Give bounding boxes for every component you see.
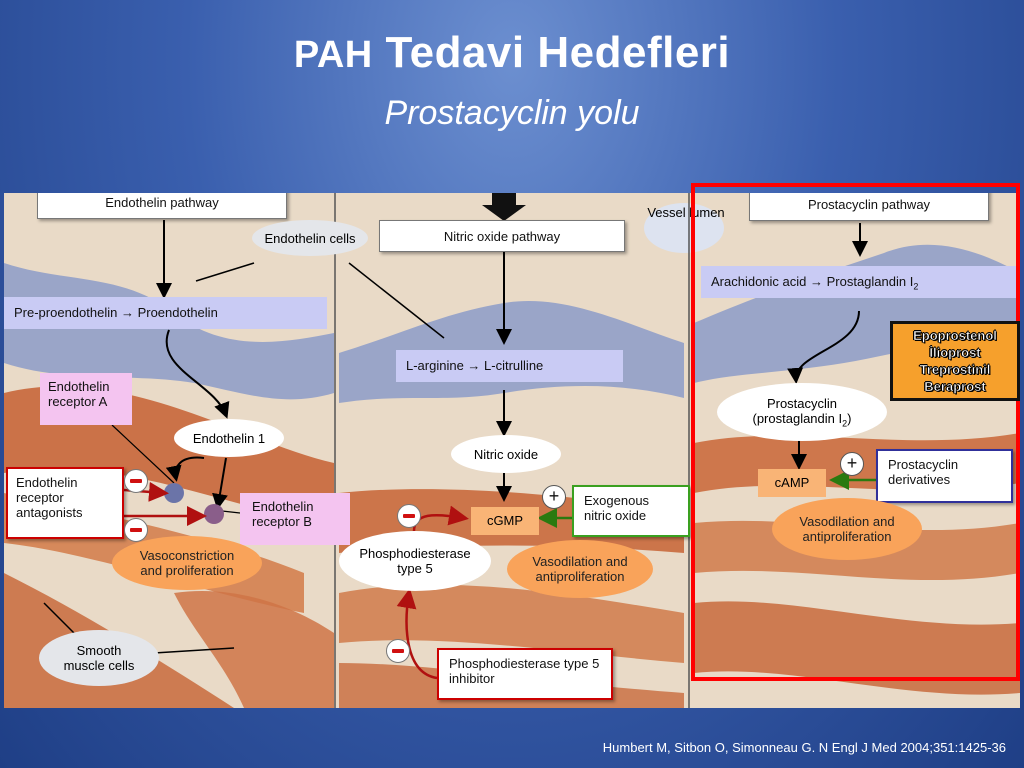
antagonist-minus-2: [124, 518, 148, 542]
arachidonic-box: Arachidonic acid → Prostaglandin I2: [701, 266, 1016, 298]
exogenous-plus: +: [542, 485, 566, 509]
arachidonic-label: Arachidonic acid → Prostaglandin I: [711, 274, 914, 289]
cgmp-box: cGMP: [471, 507, 539, 535]
endothelin-receptor-b-box: Endothelin receptor B: [240, 493, 350, 545]
drug-1: Epoprostenol: [913, 328, 997, 344]
line-cells-2: [348, 262, 445, 339]
prostacyclin-pathway-box: Prostacyclin pathway: [749, 193, 989, 221]
slide-title: PAH Tedavi Hedefleri: [0, 28, 1024, 78]
title-prefix: PAH: [293, 34, 373, 76]
line-smooth-2: [153, 647, 235, 654]
prostacyclin-ellipse: Prostacyclin (prostaglandin I2): [717, 383, 887, 441]
muscle-band-10: [694, 601, 1020, 695]
prostacyclin-derivatives-box: Prostacyclin derivatives: [876, 449, 1013, 503]
derivatives-plus: +: [840, 452, 864, 476]
pde5-inhibitor-box: Phosphodiesterase type 5 inhibitor: [437, 648, 613, 700]
camp-box: cAMP: [758, 469, 826, 497]
subtitle-word-1: Prostacyclin: [384, 94, 568, 132]
nitric-conversion-box: L-arginine → L-citrulline: [396, 350, 623, 382]
citation: Humbert M, Sitbon O, Simonneau G. N Engl…: [602, 740, 1006, 755]
inhibitor-minus: [386, 639, 410, 663]
receptor-b-dot: [204, 504, 224, 524]
antagonist-minus-1: [124, 469, 148, 493]
drug-2: İlioprost: [929, 345, 981, 361]
nitric-oxide-ellipse: Nitric oxide: [451, 435, 561, 473]
endothelin-pathway-label: Endothelin pathway: [105, 195, 219, 210]
arrow-et-4: [212, 457, 228, 510]
endothelin-pathway-box: Endothelin pathway: [37, 193, 287, 219]
line-receptor-b: [221, 510, 241, 514]
muscle-band-4: [174, 591, 334, 708]
line-cells-1: [195, 262, 255, 282]
vessel-lumen-label: Vessel lumen: [647, 204, 725, 220]
arrow-pc-2: [787, 310, 860, 384]
prostacyclin-sub: 2: [842, 418, 848, 429]
drug-3: Treprostinil: [919, 362, 991, 378]
arrow-et-2: [165, 329, 230, 419]
endothelin-receptor-a-box: Endothelin receptor A: [40, 373, 132, 425]
pde5-minus: [397, 504, 421, 528]
vessel-lumen-blob: [644, 203, 724, 253]
exogenous-no-box: Exogenous nitric oxide: [572, 485, 690, 537]
smooth-muscle-ellipse: Smooth muscle cells: [39, 630, 159, 686]
arrow-inhibitor: [396, 588, 438, 680]
muscle-band-6: [339, 584, 684, 663]
endothelin-antagonists-box: Endothelin receptor antagonists: [6, 467, 124, 539]
line-smooth-1: [43, 602, 75, 634]
pde5-ellipse: Phosphodiesterase type 5: [339, 531, 491, 591]
arrow-top-main: [482, 193, 526, 221]
endothelin-cells-label: Endothelin cells: [252, 220, 368, 256]
drug-4: Beraprost: [924, 379, 986, 395]
prostacyclin-label: Prostacyclin (prostaglandin I: [752, 395, 843, 426]
vasoconstriction-ellipse: Vasoconstriction and proliferation: [112, 536, 262, 590]
no-vasodilation-ellipse: Vasodilation and antiproliferation: [507, 540, 653, 598]
subtitle-word-2: yolu: [577, 94, 640, 132]
receptor-a-dot: [164, 483, 184, 503]
prostacyclin-highlight-frame: [691, 183, 1020, 681]
line-receptor-a: [111, 424, 175, 484]
prostacyclin-drugs-box: Epoprostenol İlioprost Treprostinil Bera…: [890, 321, 1020, 401]
slide-subtitle: Prostacyclin yolu: [0, 94, 1024, 133]
pc-vasodilation-ellipse: Vasodilation and antiproliferation: [772, 498, 922, 560]
pathway-diagram: Endothelin pathway Endothelin cells Pre-…: [4, 193, 1020, 708]
nitric-oxide-pathway-box: Nitric oxide pathway: [379, 220, 625, 252]
endothelin-conversion-box: Pre-proendothelin → Proendothelin: [4, 297, 327, 329]
endothelin-1-ellipse: Endothelin 1: [174, 419, 284, 457]
arrow-et-3: [165, 456, 205, 482]
title-main: Tedavi Hedefleri: [385, 28, 731, 77]
arachidonic-sub: 2: [913, 281, 919, 292]
